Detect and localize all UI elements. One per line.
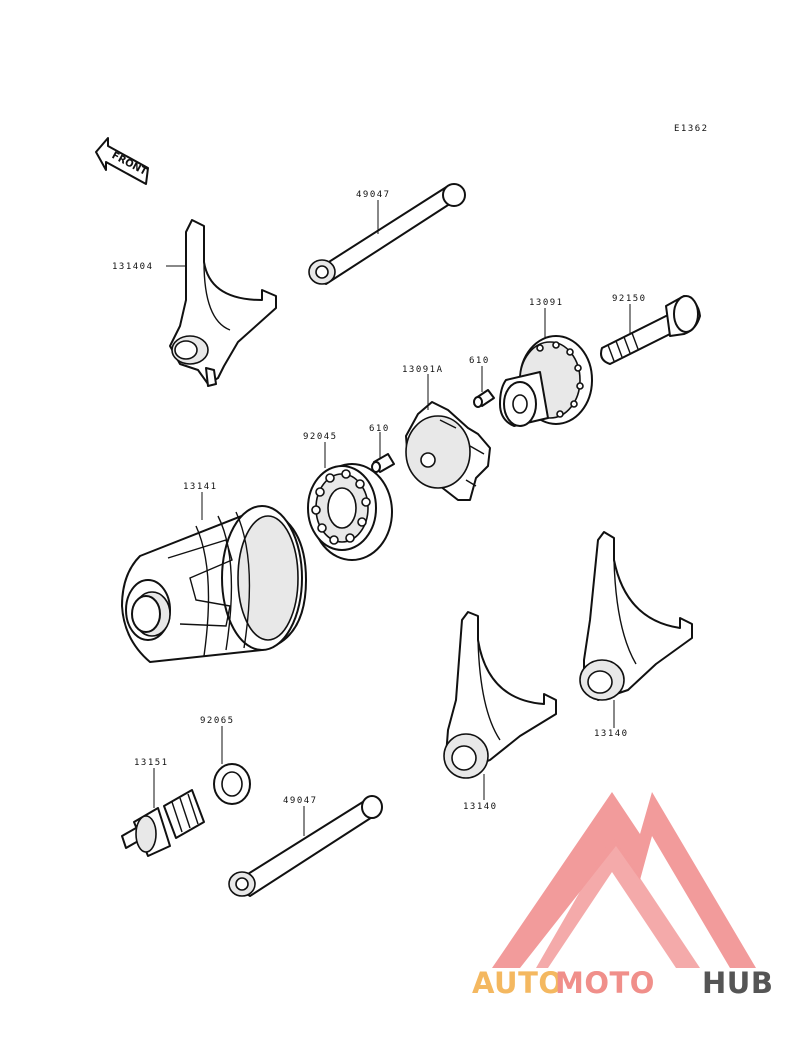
part-label-610-lower: 610 xyxy=(369,424,390,434)
bearing-92045 xyxy=(307,463,393,561)
bolt-92150 xyxy=(600,295,701,365)
part-label-13140-a: 13140 xyxy=(463,802,498,812)
shaft-49047-bottom xyxy=(228,795,383,897)
cam-plate-13091 xyxy=(499,335,593,427)
part-label-13141: 13141 xyxy=(183,482,218,492)
watermark-word-hub: HUB xyxy=(702,966,774,1000)
switch-13151 xyxy=(121,789,205,857)
part-label-49047-top: 49047 xyxy=(356,190,391,200)
part-label-131404: 131404 xyxy=(112,262,154,272)
shaft-49047-top xyxy=(308,183,466,285)
part-label-92065: 92065 xyxy=(200,716,235,726)
part-label-13140-b: 13140 xyxy=(594,729,629,739)
watermark-word-moto: MOTO xyxy=(555,966,655,1000)
diagram-code: E1362 xyxy=(674,124,709,134)
segment-13091a xyxy=(405,401,491,501)
shift-fork-13140-a xyxy=(443,611,557,779)
shift-fork-131404 xyxy=(169,219,277,387)
part-label-13091: 13091 xyxy=(529,298,564,308)
part-label-13151: 13151 xyxy=(134,758,169,768)
leader-lines xyxy=(153,200,631,836)
automotohub-logo-icon xyxy=(492,792,756,968)
part-label-610-upper: 610 xyxy=(469,356,490,366)
washer-92065 xyxy=(213,763,251,805)
part-label-49047-bottom: 49047 xyxy=(283,796,318,806)
part-label-13091a: 13091A xyxy=(402,365,444,375)
pin-610-lower xyxy=(371,453,395,473)
shift-fork-13140-b xyxy=(579,531,693,701)
part-label-92150: 92150 xyxy=(612,294,647,304)
watermark-word-auto: AUTO xyxy=(472,966,564,1000)
pin-610-upper xyxy=(473,389,495,408)
shift-drum-13141 xyxy=(121,505,307,663)
part-label-92045: 92045 xyxy=(303,432,338,442)
front-arrow-icon: FRONT xyxy=(95,137,149,185)
